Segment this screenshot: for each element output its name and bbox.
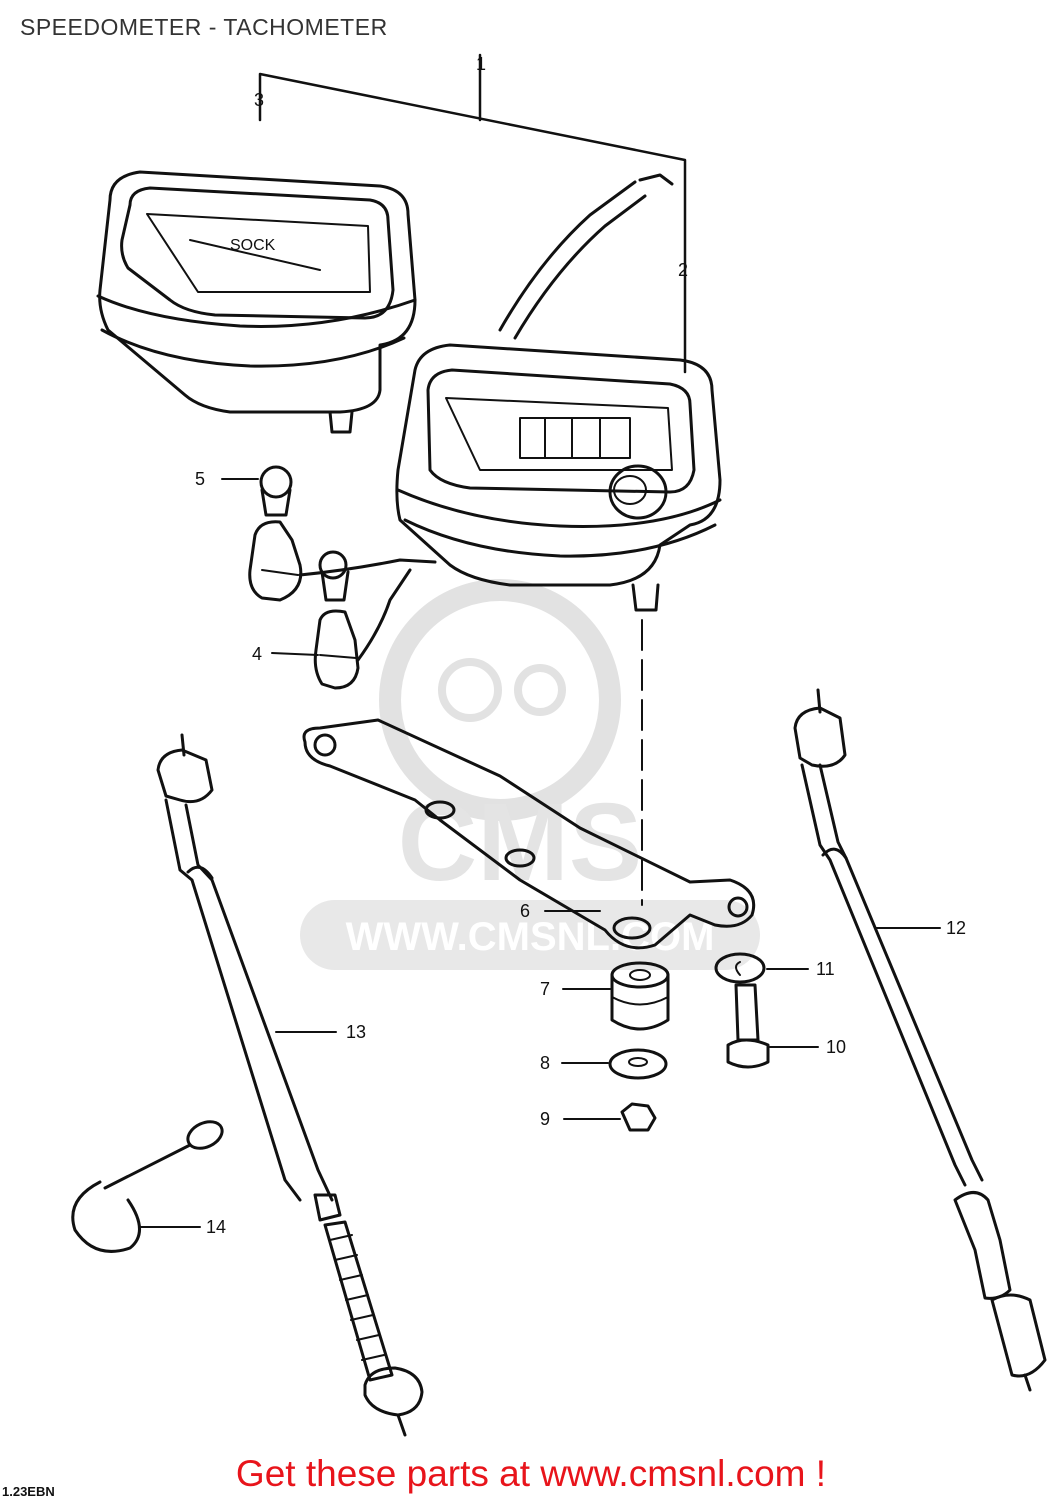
callout-10: 10 — [826, 1037, 846, 1057]
callout-4: 4 — [252, 644, 262, 664]
callout-3: 3 — [254, 90, 264, 110]
tachometer-unit — [395, 173, 722, 612]
wire-clip — [71, 1120, 224, 1253]
callout-5: 5 — [195, 469, 205, 489]
bulb-sockets — [248, 465, 437, 690]
callout-12: 12 — [946, 918, 966, 938]
page-title: SPEEDOMETER - TACHOMETER — [20, 14, 388, 40]
callout-2: 2 — [678, 260, 688, 280]
tachometer-cable — [793, 688, 1047, 1392]
watermark-brand: CMS — [398, 781, 642, 904]
nut — [620, 1102, 657, 1132]
washer — [608, 1048, 668, 1080]
callouts: 1 2 3 4 5 6 7 8 9 10 11 12 13 14 — [195, 54, 966, 1237]
callout-6: 6 — [520, 901, 530, 921]
callout-13: 13 — [346, 1022, 366, 1042]
bolt — [726, 983, 770, 1069]
callout-7: 7 — [540, 979, 550, 999]
meter-bracket — [302, 718, 756, 950]
get-parts-link[interactable]: Get these parts at www.cmsnl.com ! — [235, 1453, 827, 1494]
speedometer-cable — [156, 733, 424, 1437]
watermark-url: WWW.CMSNL.COM — [346, 915, 715, 959]
callout-1: 1 — [476, 54, 486, 74]
callout-9: 9 — [540, 1109, 550, 1129]
callout-11: 11 — [816, 959, 835, 979]
watermark: CMS WWW.CMSNL.COM — [300, 579, 760, 970]
callout-14: 14 — [206, 1217, 226, 1237]
spring-washer — [714, 952, 766, 984]
svg-text:SOCK: SOCK — [230, 237, 276, 254]
diagram-code: 1.23EBN — [2, 1484, 55, 1499]
callout-8: 8 — [540, 1053, 550, 1073]
speedometer-unit: SOCK — [96, 170, 417, 434]
grommet — [610, 961, 670, 1031]
